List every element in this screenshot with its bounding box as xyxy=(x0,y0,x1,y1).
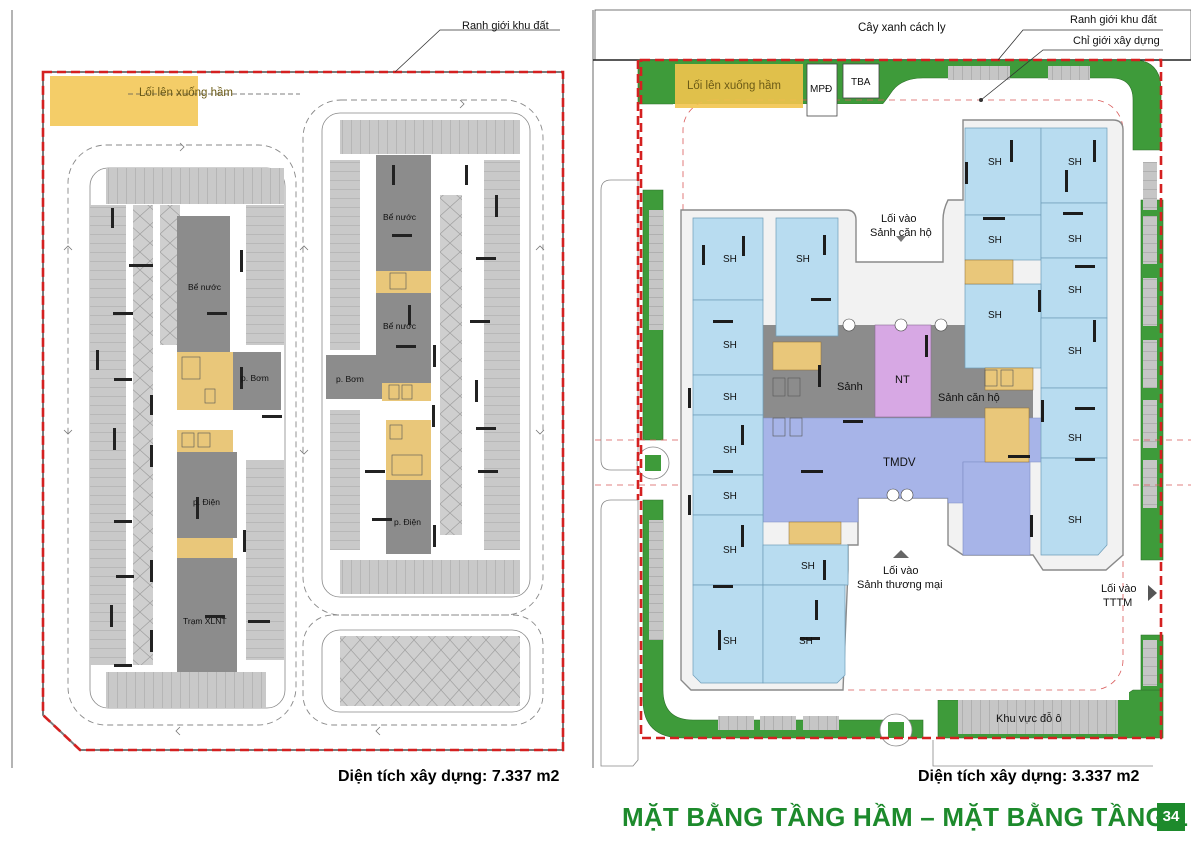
pump-room-label-1: p. Bơm xyxy=(241,373,269,383)
apartment-lobby-label: Sảnh căn hộ xyxy=(938,392,1000,404)
nt-label: NT xyxy=(895,374,910,386)
page-title: MẶT BẰNG TẦNG HẦM – MẶT BẰNG TẦNG 1 xyxy=(622,802,1188,832)
shop-label: SH xyxy=(1068,515,1082,526)
parking-area-label: Khu vực đỗ ô xyxy=(996,712,1061,725)
ground-ramp-label: Lối lên xuống hầm xyxy=(687,80,781,92)
electric-room-right xyxy=(386,480,431,554)
water-tank-label-3: Bể nước xyxy=(383,321,417,331)
shop-label: SH xyxy=(1068,234,1082,245)
basement-boundary-label: Ranh giới khu đất xyxy=(462,20,549,32)
water-tank-right-2 xyxy=(376,293,431,383)
shop-label: SH xyxy=(1068,157,1082,168)
water-tank-right-1 xyxy=(376,155,431,271)
shop-label: SH xyxy=(723,491,737,502)
shop-label: SH xyxy=(796,254,810,265)
ground-boundary-line xyxy=(639,58,1163,740)
basement-ramp-label: Lối lên xuống hầm xyxy=(139,87,233,99)
water-tank-label-1: Bể nước xyxy=(188,282,222,292)
shop-label: SH xyxy=(1068,433,1082,444)
electric-room-label-1: p. Điện xyxy=(193,497,220,507)
basement-ramp xyxy=(50,76,198,126)
water-tank-left xyxy=(177,216,230,352)
shop-label: SH xyxy=(1068,285,1082,296)
shop-label: SH xyxy=(799,636,813,647)
basement-plan: Ranh giới khu đất Lối lên xuống hầm Bể n… xyxy=(11,10,594,768)
ground-floor-plan: Cây xanh cách ly Ranh giới khu đất Chỉ g… xyxy=(593,9,1191,767)
lobby-label: Sảnh xyxy=(837,381,863,393)
basement-boundary-line xyxy=(41,70,565,752)
tba-label: TBA xyxy=(851,77,871,88)
ground-boundary-label: Ranh giới khu đất xyxy=(1070,14,1157,26)
shop-label: SH xyxy=(723,254,737,265)
water-tank-label-2: Bể nước xyxy=(383,212,417,222)
shop-label: SH xyxy=(723,445,737,456)
shop-label: SH xyxy=(723,545,737,556)
shop-label: SH xyxy=(723,636,737,647)
buffer-green-label: Cây xanh cách ly xyxy=(858,22,946,34)
ground-area-text: Diện tích xây dựng: 3.337 m2 xyxy=(918,768,1140,785)
shop-label: SH xyxy=(723,340,737,351)
wwtp-room-label: Trạm XLNT xyxy=(183,616,227,626)
shop-label: SH xyxy=(988,235,1002,246)
entry-apartment-line1: Lối vào xyxy=(881,213,916,225)
shop-label: SH xyxy=(1068,346,1082,357)
electric-room-label-2: p. Điện xyxy=(394,517,421,527)
basement-area-text: Diện tích xây dựng: 7.337 m2 xyxy=(338,768,560,785)
shop-label: SH xyxy=(801,561,815,572)
shop-label: SH xyxy=(988,310,1002,321)
setback-label: Chỉ giới xây dựng xyxy=(1073,35,1160,47)
shop-label: SH xyxy=(988,157,1002,168)
nt-room xyxy=(874,324,932,418)
tba-box xyxy=(842,63,880,99)
mpd-box xyxy=(806,63,838,117)
pump-room-label-2: p. Bơm xyxy=(336,374,364,384)
page-number-badge: 34 xyxy=(1157,803,1185,831)
pump-room-right xyxy=(326,355,382,399)
tmdv-label: TMDV xyxy=(883,457,916,469)
entry-ttm-line1: Lối vào xyxy=(1101,583,1136,595)
entry-commercial-line1: Lối vào xyxy=(883,565,918,577)
shop-label: SH xyxy=(723,392,737,403)
ground-ramp xyxy=(675,64,803,108)
entry-commercial-line2: Sảnh thương mại xyxy=(857,579,943,591)
entry-apartment-line2: Sảnh căn hộ xyxy=(870,227,932,239)
entry-ttm-line2: TTTM xyxy=(1103,597,1132,609)
electric-room-left xyxy=(177,452,237,538)
mpd-label: MPĐ xyxy=(810,84,832,95)
